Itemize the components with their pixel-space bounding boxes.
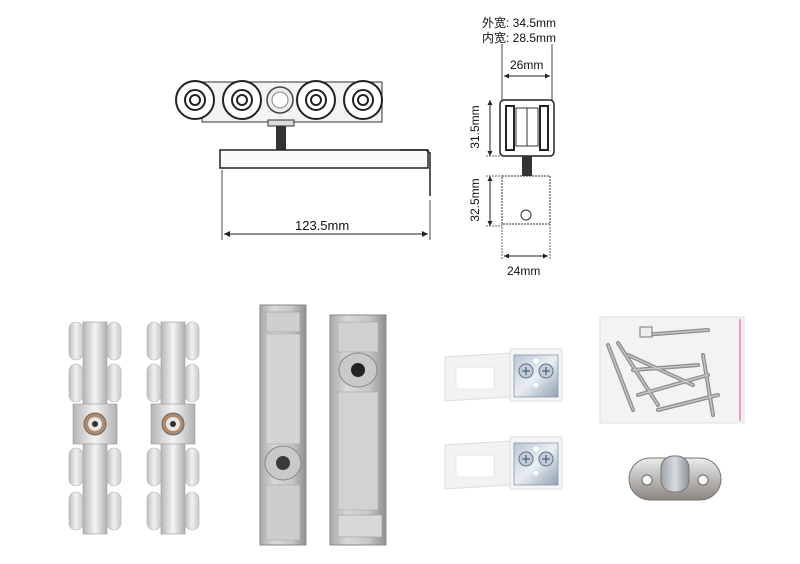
top-width-label: 26mm: [510, 58, 544, 72]
track-clamp-svg: [444, 348, 563, 490]
length-dimension-label: 123.5mm: [295, 218, 350, 233]
aluminum-bracket-svg: [259, 304, 387, 546]
track-clamp-photo: [440, 345, 580, 495]
outer-width-label: 外宽: 34.5mm: [482, 16, 557, 30]
upper-height-label: 31.5mm: [468, 105, 482, 149]
floor-guide-photo: [625, 450, 725, 506]
floor-guide-svg: [628, 455, 722, 501]
side-view-drawing: 123.5mm: [170, 60, 450, 250]
roller-trolley-photo: [55, 318, 215, 543]
aluminum-bracket-photo: [250, 300, 400, 550]
lower-height-label: 32.5mm: [468, 178, 482, 222]
screw-bag-photo: [598, 315, 748, 425]
side-view-svg: [175, 80, 431, 240]
bottom-width-label: 24mm: [507, 264, 541, 278]
roller-trolley-svg: [68, 321, 200, 535]
end-view-drawing: 外宽: 34.5mm 内宽: 28.5mm 26mm 31.5mm 32.5mm…: [460, 8, 600, 283]
end-view-svg: [486, 44, 555, 260]
inner-width-label: 内宽: 28.5mm: [482, 31, 557, 45]
screw-bag-svg: [599, 316, 745, 424]
